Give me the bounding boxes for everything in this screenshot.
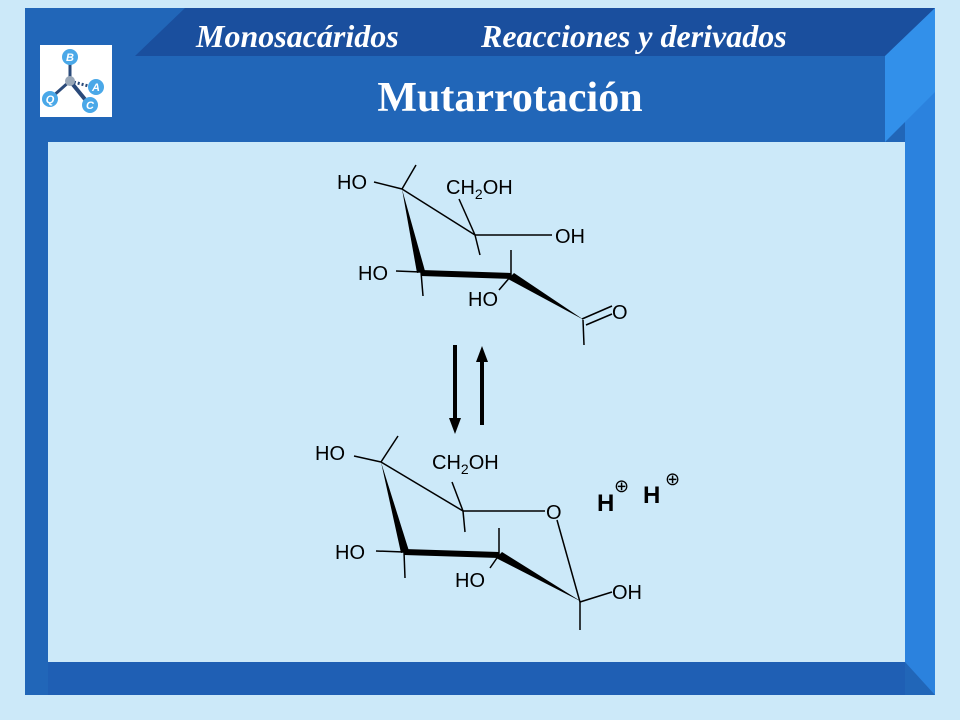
ring-ho-top: HO bbox=[315, 443, 345, 465]
oc-ho-top: HO bbox=[337, 172, 367, 194]
proton-h-2: H bbox=[643, 482, 660, 509]
header: Monosacáridos Reacciones y derivados bbox=[0, 8, 960, 54]
frame-right-side bbox=[905, 8, 935, 695]
oc-oh-right: OH bbox=[555, 226, 585, 248]
proton-catalysts: H ⊕ H ⊕ bbox=[597, 469, 680, 517]
molecule-logo: B A C Q bbox=[40, 45, 112, 117]
ring-oxygen: O bbox=[546, 502, 562, 524]
ring-ch2oh: CH2OH bbox=[432, 452, 499, 477]
ring-ho-lower: HO bbox=[455, 570, 485, 592]
frame-bottom bbox=[48, 662, 905, 695]
positive-charge-icon-2: ⊕ bbox=[665, 469, 680, 490]
ring-ho-left: HO bbox=[335, 542, 365, 564]
ring-oh-anomeric: OH bbox=[612, 582, 642, 604]
logo-letter-b: B bbox=[66, 52, 74, 64]
section-title-monosaccharides: Monosacáridos bbox=[196, 18, 399, 54]
header-plate bbox=[135, 56, 885, 142]
positive-charge-icon-1: ⊕ bbox=[614, 476, 629, 497]
page-title: Mutarrotación bbox=[377, 75, 643, 121]
oc-carbonyl-o: O bbox=[612, 302, 628, 324]
logo-letter-c: C bbox=[86, 100, 95, 112]
logo-letter-q: Q bbox=[46, 94, 55, 106]
header-band bbox=[135, 8, 935, 56]
open-chain-labels: HO CH2OH OH HO HO O bbox=[337, 172, 628, 324]
oc-ho-left: HO bbox=[358, 263, 388, 285]
ring-labels: HO CH2OH O HO HO OH bbox=[315, 443, 642, 604]
proton-h-1: H bbox=[597, 490, 614, 517]
header-plate-edge bbox=[885, 8, 935, 142]
logo-letter-a: A bbox=[91, 82, 100, 94]
oc-ch2oh: CH2OH bbox=[446, 177, 513, 202]
pyranose-ring-structure bbox=[353, 435, 613, 630]
open-chain-structure bbox=[373, 164, 613, 346]
oc-ho-lower: HO bbox=[468, 289, 498, 311]
section-title-reactions: Reacciones y derivados bbox=[481, 18, 787, 54]
tetrahedral-carbon-icon: B A C Q bbox=[42, 49, 104, 113]
equilibrium-arrows bbox=[449, 345, 488, 434]
